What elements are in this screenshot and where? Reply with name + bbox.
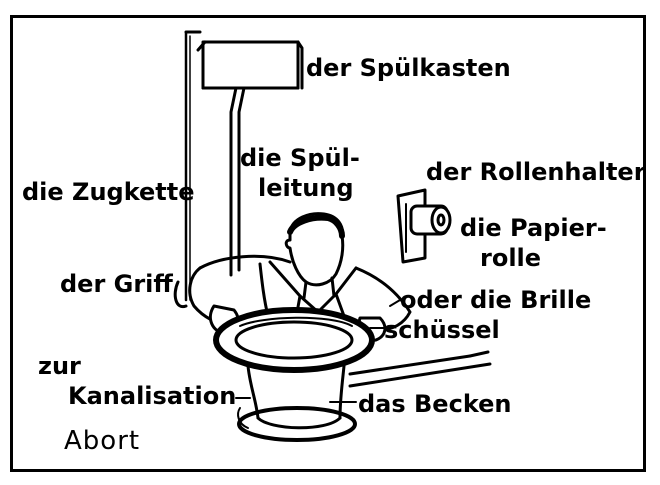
label-papierrolle-line2: rolle (480, 244, 542, 272)
label-rollenhalter: der Rollenhalter (426, 158, 646, 186)
label-schuessel: schüssel (384, 316, 500, 344)
label-spuelleitung-line1: die Spül- (240, 144, 360, 172)
diagram-title: Abort (64, 426, 141, 456)
picture-frame (10, 15, 646, 472)
roll-holder-drawing (396, 188, 452, 264)
cistern-drawing (196, 40, 304, 90)
flush-pipe-drawing (229, 86, 246, 277)
label-papierrolle-line1: die Papier- (460, 214, 607, 242)
pull-chain-drawing (173, 30, 202, 309)
man-drawing (188, 212, 412, 342)
leader-lines (235, 299, 401, 403)
label-brille: oder die Brille (400, 286, 592, 314)
label-zur: zur (38, 352, 81, 380)
label-becken: das Becken (358, 390, 512, 418)
toilet-bowl-drawing (237, 364, 357, 442)
label-zugkette: die Zugkette (22, 178, 195, 206)
label-griff: der Griff (60, 270, 173, 298)
sewer-pipe-drawing (348, 350, 492, 388)
label-kanalisation: Kanalisation (68, 382, 237, 410)
label-spuelkasten: der Spülkasten (306, 54, 511, 82)
toilet-seat-drawing (213, 307, 375, 373)
label-spuelleitung-line2: leitung (258, 174, 354, 202)
